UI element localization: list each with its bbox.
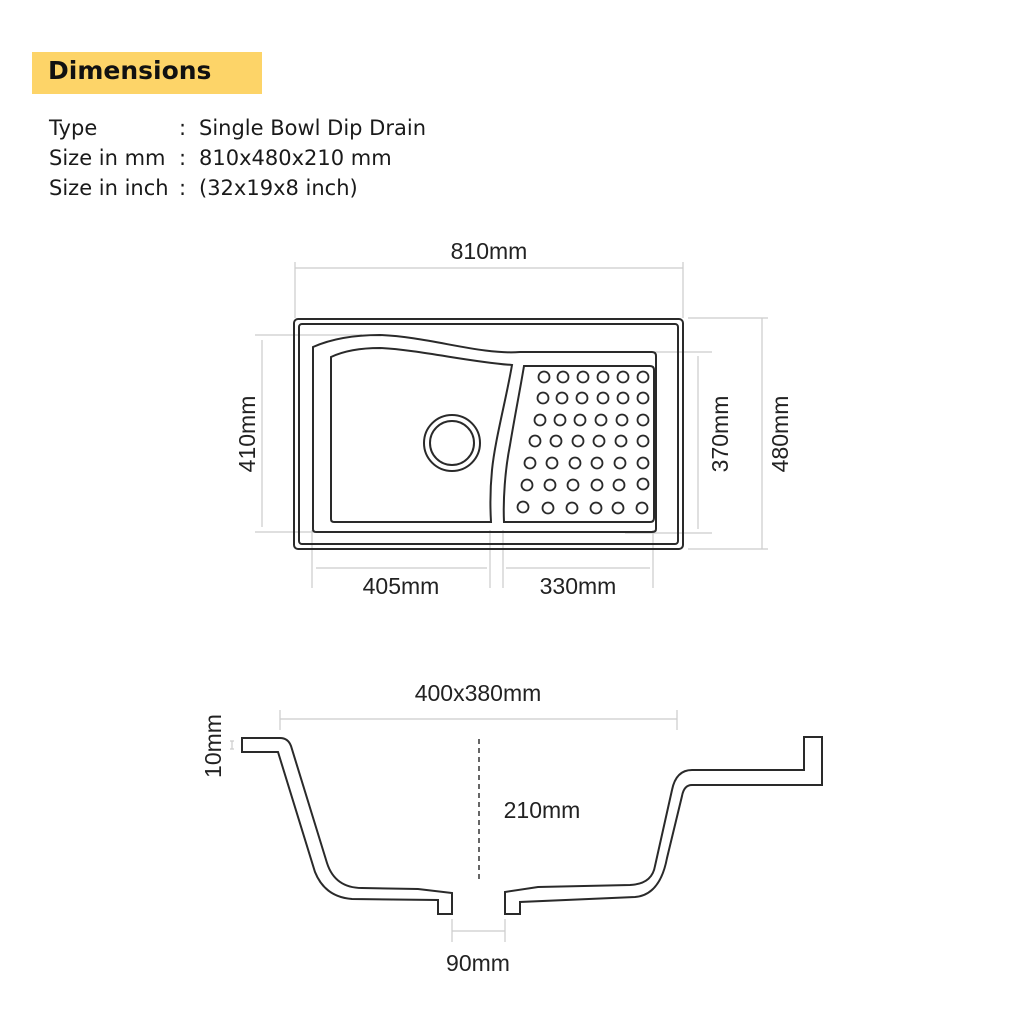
bowl-depth-label: 410mm [234, 396, 260, 473]
spec-separator: : [179, 116, 187, 140]
bowl-section [241, 736, 823, 915]
spec-label: Type [49, 116, 98, 140]
spec-label: Size in mm [49, 146, 166, 170]
section-dimension-lines [230, 710, 678, 942]
spec-separator: : [179, 146, 187, 170]
top-view: 810mm 405mm 330mm 410mm 370mm 480mm [234, 238, 793, 599]
drainboard-depth-label: 370mm [707, 396, 733, 473]
page-title: Dimensions [48, 56, 212, 85]
spec-row-size-inch: Size in inch: (32x19x8 inch) [49, 175, 358, 201]
drainboard-width-label: 330mm [540, 573, 617, 599]
spec-row-size-mm: Size in mm:810x480x210 mm [49, 145, 392, 171]
section-view: 400x380mm 210mm 90mm 10mm [200, 680, 823, 976]
bowl-size-label: 400x380mm [415, 680, 542, 706]
spec-value: (32x19x8 inch) [199, 176, 358, 200]
bowl-height-label: 210mm [504, 797, 581, 823]
bowl-width-label: 405mm [363, 573, 440, 599]
drainboard-holes [516, 370, 650, 515]
overall-depth-label: 480mm [767, 396, 793, 473]
overall-width-label: 810mm [451, 238, 528, 264]
spec-value: 810x480x210 mm [199, 146, 392, 170]
dimension-lines [255, 262, 768, 588]
rim-thickness-label: 10mm [200, 714, 226, 778]
spec-value: Single Bowl Dip Drain [199, 116, 427, 140]
spec-separator: : [179, 176, 187, 200]
drain-opening-label: 90mm [446, 950, 510, 976]
spec-label: Size in inch [49, 176, 169, 200]
sink-outline [293, 318, 684, 550]
spec-row-type: Type: Single Bowl Dip Drain [49, 115, 426, 141]
dimensions-banner: Dimensions [32, 52, 262, 94]
